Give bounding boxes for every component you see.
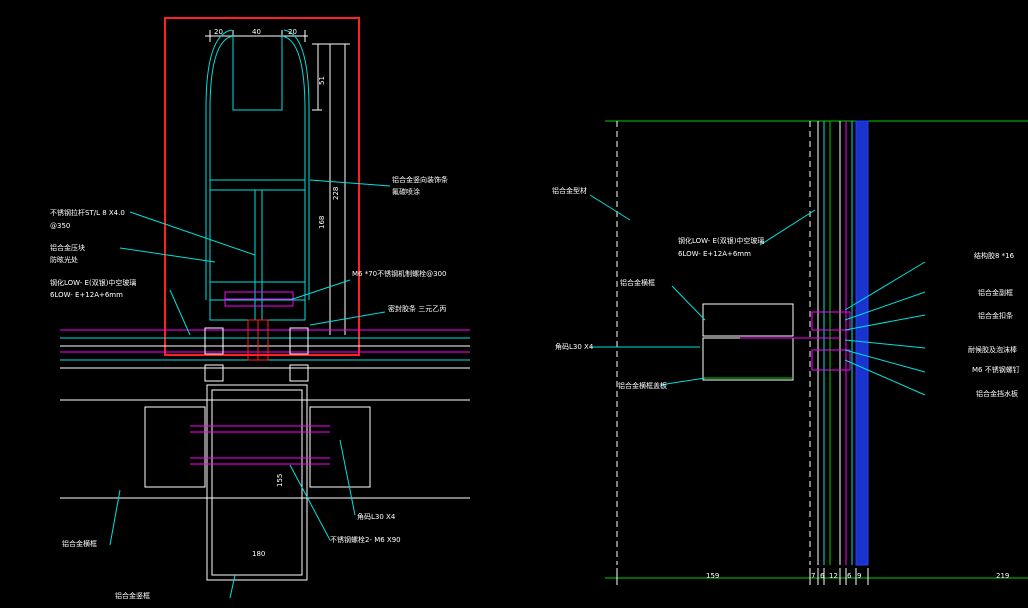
label-glass-2: 6LOW- E+12A+6mm bbox=[50, 291, 123, 299]
label-steel-tube-at: @350 bbox=[50, 222, 70, 230]
label-glass-1-r: 钢化LOW- E(双银)中空玻璃 bbox=[678, 236, 764, 245]
dim-155: 155 bbox=[276, 474, 284, 487]
dim-6-a: 6 bbox=[820, 572, 825, 580]
dim-159: 159 bbox=[706, 572, 719, 580]
label-sealant: 密封胶条 三元乙丙 bbox=[388, 304, 446, 313]
label-mullion-2: 氟碳喷涂 bbox=[392, 187, 420, 196]
label-glass-1: 钢化LOW- E(双银)中空玻璃 bbox=[50, 278, 136, 287]
transom-frame bbox=[60, 384, 470, 581]
label-glass-2-r: 6LOW- E+12A+6mm bbox=[678, 250, 751, 258]
leaders bbox=[109, 179, 391, 599]
dim-40: 40 bbox=[252, 28, 261, 36]
label-alu-frame-r: 铝合金横框 bbox=[620, 278, 655, 287]
glass-vertical bbox=[817, 120, 869, 566]
dim-7: 7 bbox=[811, 572, 815, 580]
label-alu-trim: 铝合金压块 bbox=[50, 243, 85, 252]
label-alu-cover: 铝合金横框盖板 bbox=[618, 381, 667, 390]
label-alu-c: 铝合金挡水板 bbox=[976, 389, 1018, 398]
dim-168: 168 bbox=[318, 216, 326, 229]
label-gasket: 耐候胶及泡沫棒 bbox=[968, 345, 1017, 354]
transom-profile bbox=[702, 303, 794, 381]
right-detail bbox=[589, 120, 1028, 585]
left-label-text: 不锈钢拉杆ST/L 8 X4.0 @350 铝合金压块 防眩光处 钢化LOW- … bbox=[50, 175, 448, 600]
label-angle: 角码L30 X4 bbox=[357, 512, 396, 521]
right-label-text: 铝合金型材 钢化LOW- E(双银)中空玻璃 6LOW- E+12A+6mm 铝… bbox=[552, 186, 1020, 398]
glass-layers bbox=[60, 329, 470, 369]
label-mullion-1: 铝合金竖向装饰条 bbox=[392, 175, 448, 184]
dim-9: 9 bbox=[857, 572, 861, 580]
bottom-dimensions bbox=[616, 568, 869, 585]
dim-20-a: 20 bbox=[214, 28, 223, 36]
right-leaders bbox=[589, 194, 926, 396]
sealant-blocks bbox=[204, 327, 309, 382]
label-screw: M6 不锈钢螺钉 bbox=[972, 365, 1020, 374]
highlight-box bbox=[164, 17, 360, 356]
mullion-bolt bbox=[224, 291, 294, 307]
label-alu-a: 铝合金副框 bbox=[978, 288, 1013, 297]
label-alu-frame: 铝合金横框 bbox=[62, 539, 97, 548]
right-fixings bbox=[740, 311, 851, 371]
label-bolt: M6 *70不锈钢机制螺栓@300 bbox=[352, 269, 447, 278]
label-steel-tube: 不锈钢拉杆ST/L 8 X4.0 bbox=[50, 208, 125, 217]
mullion-profile bbox=[205, 29, 310, 321]
vertical-dimensions bbox=[312, 43, 350, 335]
label-alu-post: 铝合金竖框 bbox=[115, 591, 150, 600]
label-anti-glare: 防眩光处 bbox=[50, 255, 78, 264]
left-dimension-text: 20 40 20 51 228 168 155 180 bbox=[214, 28, 340, 558]
label-angle-r: 角码L30 X4 bbox=[555, 342, 594, 351]
dim-12: 12 bbox=[829, 572, 838, 580]
label-alu-panel: 铝合金型材 bbox=[552, 186, 587, 195]
left-detail bbox=[60, 17, 470, 599]
dim-6-b: 6 bbox=[847, 572, 852, 580]
label-bolt2: 不锈钢螺栓2- M6 X90 bbox=[330, 535, 401, 544]
label-alu-b: 铝合金扣条 bbox=[978, 311, 1013, 320]
transom-bolts bbox=[190, 425, 330, 465]
dim-228: 228 bbox=[332, 187, 340, 200]
dim-180: 180 bbox=[252, 550, 265, 558]
right-dimension-text: 159 7 6 12 6 9 219 bbox=[706, 572, 1009, 580]
label-struct-glue: 结构胶8 *16 bbox=[974, 251, 1015, 260]
dim-20-b: 20 bbox=[288, 28, 297, 36]
center-joint bbox=[247, 319, 269, 361]
dim-219: 219 bbox=[996, 572, 1009, 580]
dim-51: 51 bbox=[318, 76, 326, 85]
